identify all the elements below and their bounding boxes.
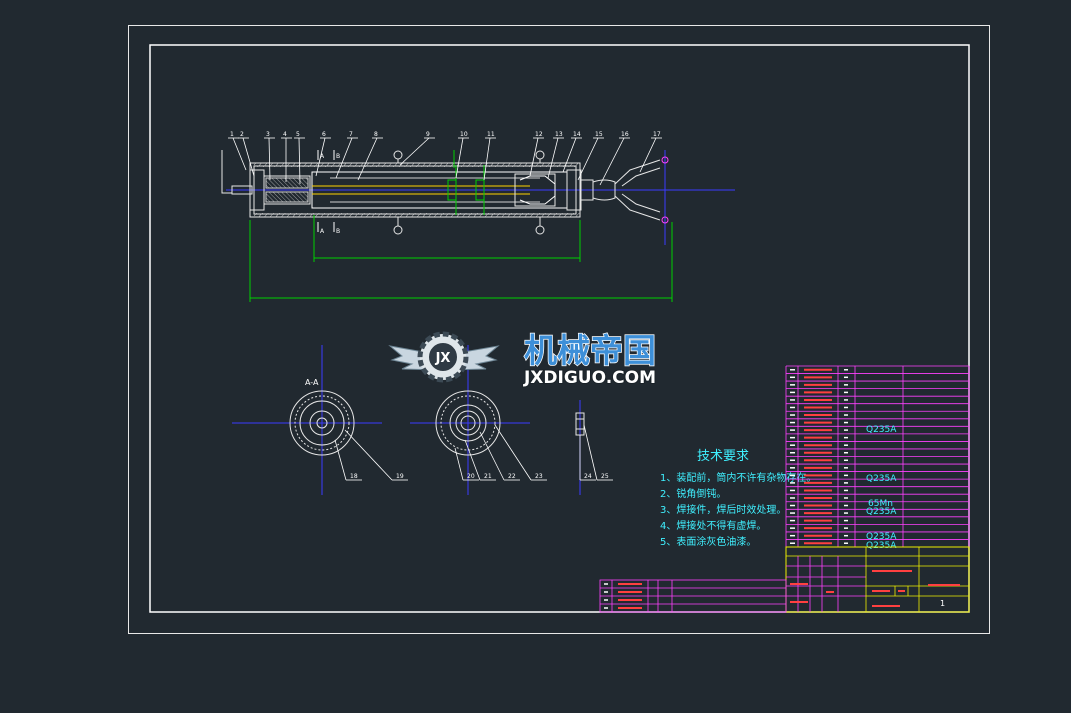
callout-leader: [232, 137, 247, 171]
sheet-number: 1: [940, 599, 945, 608]
callout-leader: [344, 429, 393, 481]
callout-leader: [334, 439, 347, 481]
part-number-label: 15: [595, 131, 603, 138]
part-number-label: 21: [484, 473, 492, 480]
callout-leader: [464, 439, 481, 481]
part-number-label: 24: [584, 473, 592, 480]
callout-leader: [547, 137, 559, 179]
part-number-label: 12: [535, 131, 543, 138]
callout-leader: [455, 137, 464, 179]
callout-leader: [599, 137, 625, 186]
section-a-a-label: A-A: [305, 378, 319, 387]
watermark-cn-text: 机械帝国: [524, 331, 656, 370]
part-number-label: 17: [653, 131, 661, 138]
part-number-label: 8: [374, 131, 378, 138]
bom-material: Q235A: [866, 507, 897, 517]
part-number-label: 13: [555, 131, 563, 138]
bom-table: [785, 365, 970, 548]
part-number-label: 9: [426, 131, 430, 138]
callout-leader: [268, 137, 271, 181]
part-number-label: 19: [396, 473, 404, 480]
part-number-label: 22: [508, 473, 516, 480]
main-assembly-view: [221, 150, 735, 245]
dimension-lines: [249, 150, 673, 302]
tech-req-title: 技术要求: [697, 449, 749, 464]
bom-material: 65Mn: [868, 499, 893, 509]
callout-leader: [315, 137, 326, 177]
tech-req-item: 4、焊接处不得有虚焊。: [660, 519, 766, 532]
section-mark-a-top: A: [320, 153, 325, 160]
tech-req-item: 5、表面涂灰色油漆。: [660, 535, 756, 548]
watermark-en-text: JXDIGUO.COM: [523, 368, 656, 388]
tech-req-item: 3、焊接件，焊后时效处理。: [660, 503, 786, 516]
watermark-logo: JX 机械帝国 JXDIGUO.COM: [388, 330, 657, 389]
callout-leader: [479, 431, 505, 481]
part-number-label: 1: [230, 131, 234, 138]
callout-leader: [454, 447, 464, 481]
callout-leader: [494, 424, 532, 481]
part-number-label: 14: [573, 131, 581, 138]
callout-leader: [298, 137, 301, 185]
title-block-frame: [785, 546, 970, 613]
tech-req-item: 1、装配前，筒内不许有杂物存在。: [660, 471, 816, 484]
part-number-label: 10: [460, 131, 468, 138]
callout-leader: [562, 137, 577, 173]
outer-sheet-border: [128, 25, 990, 634]
part-number-label: 16: [621, 131, 629, 138]
technical-requirements: 技术要求 1、装配前，筒内不许有杂物存在。 2、锐角倒钝。 3、焊接件，焊后时效…: [660, 449, 816, 548]
watermark-seal-text: JX: [435, 351, 451, 366]
callout-leader: [357, 137, 378, 181]
callout-leader: [529, 137, 539, 177]
revision-table: [599, 579, 787, 613]
part-number-label: 3: [266, 131, 270, 138]
part-number-label: 4: [283, 131, 287, 138]
bom-material: Q235A: [866, 474, 897, 484]
part-number-label: 2: [240, 131, 244, 138]
callout-leader: [577, 137, 599, 181]
part-number-label: 18: [350, 473, 358, 480]
section-markers: A B A B: [320, 153, 340, 235]
part-number-label: 11: [487, 131, 495, 138]
callout-leader: [583, 424, 598, 481]
callout-leader: [399, 137, 430, 166]
section-callouts: 18 19 20 21 22 23 24 25: [334, 424, 613, 481]
part-number-label: 23: [535, 473, 543, 480]
part-number-label: 6: [322, 131, 326, 138]
section-mark-a-bottom: A: [320, 228, 325, 235]
bom-material: Q235A: [866, 541, 897, 551]
callout-leader: [483, 137, 491, 181]
bom-materials: Q235A Q235A 65Mn Q235A Q235A Q235A: [866, 425, 897, 551]
part-number-label: 5: [296, 131, 300, 138]
part-number-label: 20: [467, 473, 475, 480]
tech-req-item: 2、锐角倒钝。: [660, 487, 726, 500]
section-mark-b-bottom: B: [336, 228, 340, 235]
bom-material: Q235A: [866, 425, 897, 435]
inner-drawing-frame: [149, 44, 970, 613]
section-views: [232, 345, 585, 495]
section-mark-b-top: B: [336, 153, 340, 160]
part-number-label: 7: [349, 131, 353, 138]
title-block: [785, 546, 970, 613]
callout-leader: [639, 137, 657, 173]
part-number-label: 25: [601, 473, 609, 480]
bom-material: Q235A: [866, 532, 897, 542]
callout-leader: [335, 137, 353, 179]
callout-leader: [242, 137, 255, 177]
